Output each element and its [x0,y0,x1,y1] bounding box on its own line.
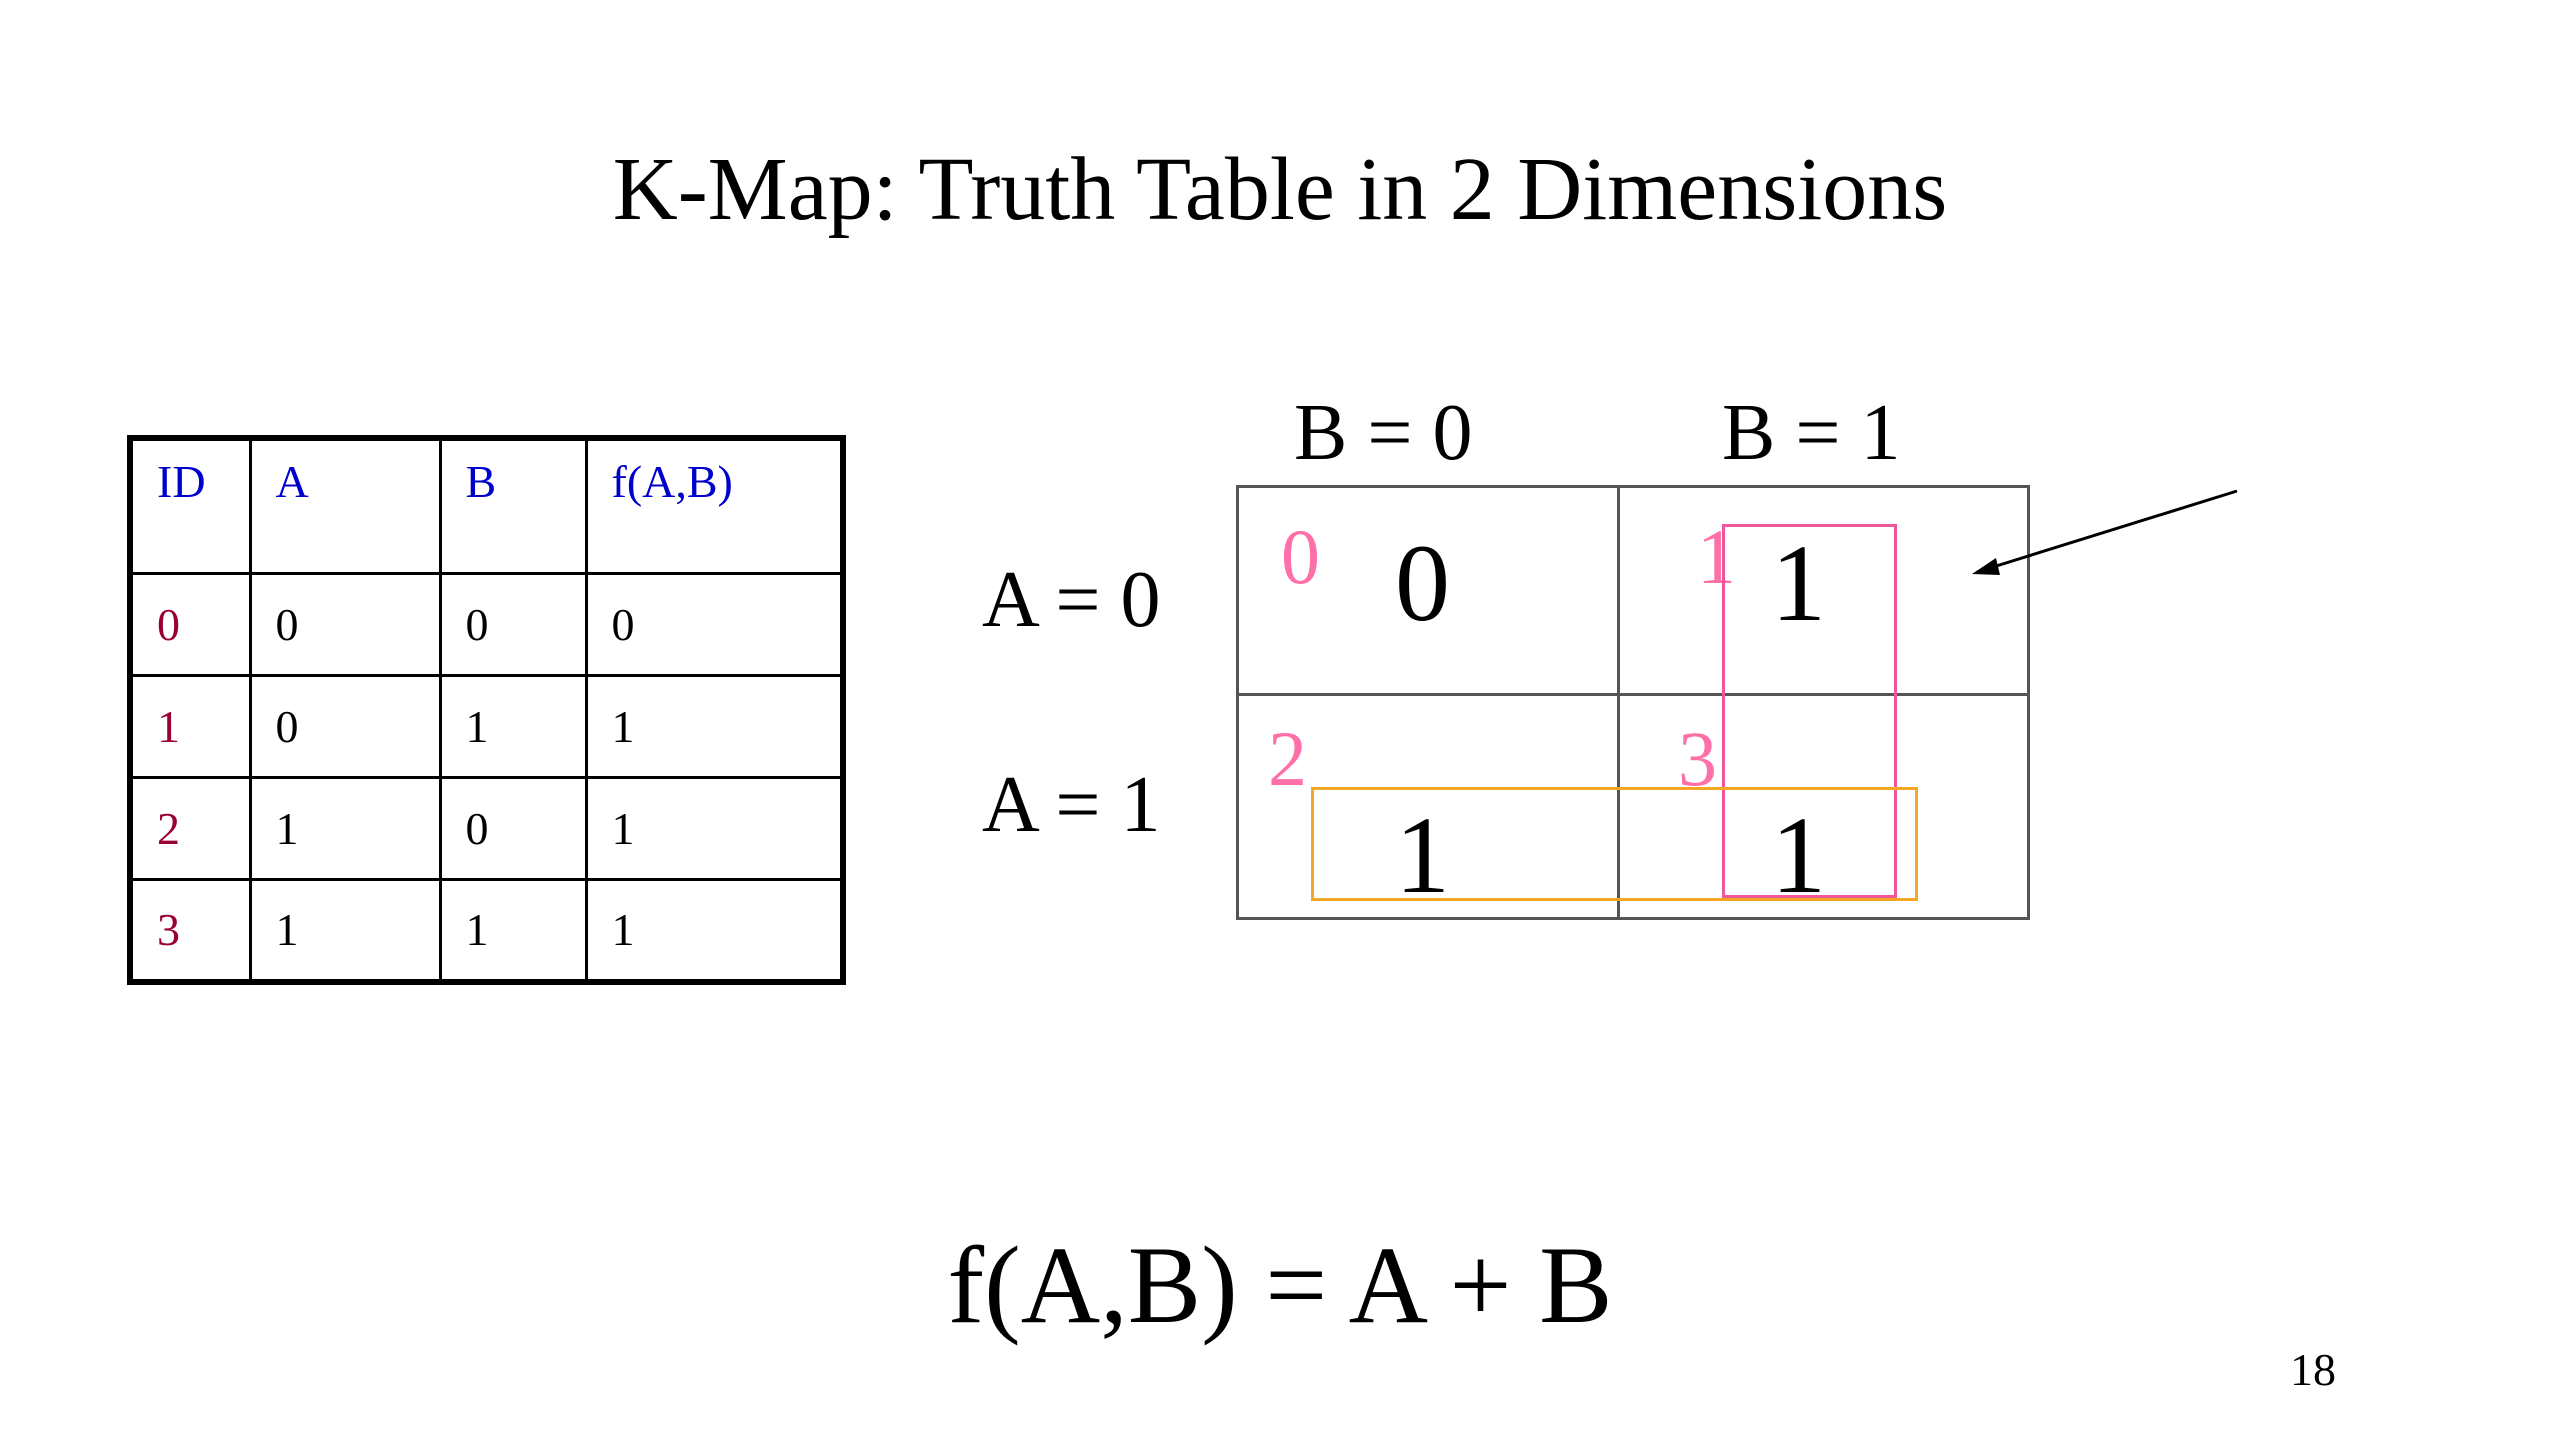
kmap-row-label-a0: A = 0 [982,556,1161,644]
kmap-col-label-b0: B = 0 [1294,389,1473,477]
row-f: 1 [584,877,845,984]
row-a: 0 [248,673,442,779]
row-b: 1 [438,877,588,984]
row-f: 1 [584,775,845,881]
row-b: 0 [438,775,588,881]
row-id: 3 [128,877,252,984]
kmap-divider-horizontal [1236,693,2030,696]
row-f: 0 [584,571,845,677]
kmap-col-label-b1: B = 1 [1722,389,1901,477]
row-b: 0 [438,571,588,677]
header-b: B [438,436,588,575]
kmap-cell-value: 1 [1395,794,1450,916]
arrow-icon [1972,489,2238,575]
row-id: 0 [128,571,252,677]
kmap-cell-value: 1 [1771,522,1826,644]
truth-table: ID A B f(A,B) 0 0 0 0 1 0 1 1 2 1 0 1 3 … [127,435,846,985]
slide-title: K-Map: Truth Table in 2 Dimensions [612,140,1948,239]
kmap-cell-id: 1 [1697,513,1736,600]
kmap-cell-id: 0 [1281,513,1320,600]
row-id: 1 [128,673,252,779]
kmap-cell-id: 3 [1678,715,1717,802]
kmap-group-column-b1 [1722,524,1897,898]
header-a: A [248,436,442,575]
kmap-cell-value: 1 [1771,794,1826,916]
row-a: 1 [248,877,442,984]
table-row: 1 0 1 1 [128,673,845,779]
row-a: 1 [248,775,442,881]
table-row: 3 1 1 1 [128,877,845,984]
kmap-divider-vertical [1617,485,1620,920]
table-row: 0 0 0 0 [128,571,845,677]
kmap-row-label-a1: A = 1 [982,761,1161,849]
equation: f(A,B) = A + B [947,1224,1613,1346]
row-b: 1 [438,673,588,779]
table-header-row: ID A B f(A,B) [128,436,845,575]
table-row: 2 1 0 1 [128,775,845,881]
row-a: 0 [248,571,442,677]
header-id: ID [128,436,252,575]
page-number: 18 [2290,1344,2336,1395]
header-f: f(A,B) [584,436,845,575]
kmap-grid [1236,485,2030,920]
row-f: 1 [584,673,845,779]
kmap-group-row-a1 [1311,787,1918,901]
row-id: 2 [128,775,252,881]
kmap-cell-id: 2 [1268,715,1307,802]
kmap-cell-value: 0 [1395,522,1450,644]
